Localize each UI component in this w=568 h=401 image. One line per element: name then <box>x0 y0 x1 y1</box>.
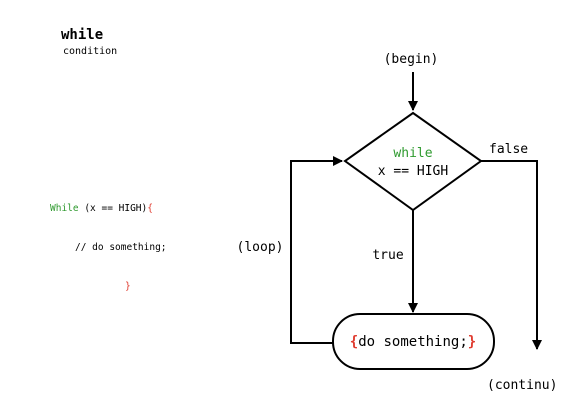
false-label: false <box>489 142 528 157</box>
code-line-1: While (x == HIGH){ <box>50 202 167 215</box>
code-open-brace: { <box>147 203 153 214</box>
false-arrow <box>481 160 542 350</box>
begin-label: (begin) <box>384 52 439 67</box>
continue-label: (continu) <box>487 378 557 393</box>
action-text-group: {do something;} <box>350 334 476 350</box>
decision-condition: x == HIGH <box>378 164 448 179</box>
code-snippet: While (x == HIGH){ // do something; } <box>50 176 167 306</box>
decision-diamond <box>343 111 483 212</box>
loop-label: (loop) <box>237 240 284 255</box>
code-close-brace: } <box>125 281 131 292</box>
code-keyword: While <box>50 203 79 214</box>
decision-keyword: while <box>393 146 432 161</box>
action-text: do something; <box>358 334 468 350</box>
action-close-brace: } <box>468 334 476 350</box>
loop-arrow <box>290 156 343 344</box>
code-line-2: // do something; <box>75 242 167 253</box>
action-box <box>332 313 495 370</box>
page-title: while <box>61 27 104 43</box>
page-subtitle: condition <box>63 46 118 57</box>
action-open-brace: { <box>350 334 358 350</box>
code-condition: (x == HIGH) <box>78 203 148 214</box>
true-label: true <box>372 248 403 263</box>
